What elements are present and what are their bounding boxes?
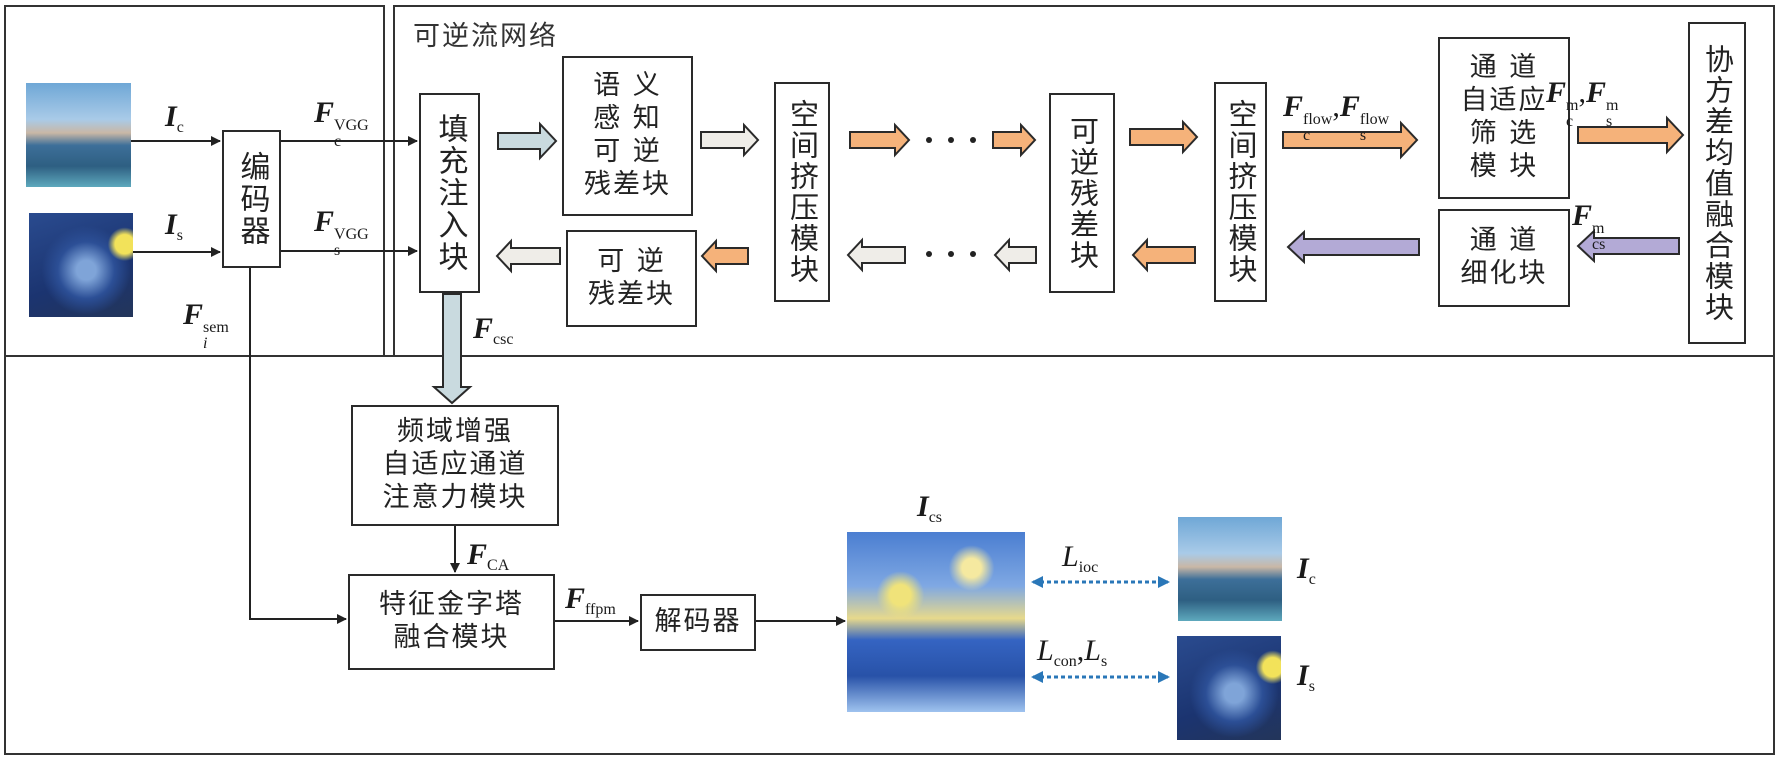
block-arrow-flow-to-filter: [1282, 120, 1419, 160]
spatial-squeeze-module-right: 空间挤压模块: [1214, 82, 1267, 302]
semantic-aware-invertible-residual-block: 语 义 感 知 可 逆 残差块: [562, 56, 693, 216]
label-f-ca: FCA: [467, 538, 510, 574]
invertible-residual-block-bottom: 可 逆 残差块: [566, 230, 697, 327]
channel-adaptive-filter-module: 通 道 自适应 筛 选 模 块: [1438, 37, 1570, 199]
arrow-fi-sem: [249, 268, 347, 624]
block-arrow-to-semantic: [497, 121, 558, 161]
decoder-frame: [4, 355, 1775, 755]
label-ic-output: Ic: [1297, 552, 1316, 588]
covariance-mean-fusion-module: 协方差均值融合模块: [1688, 22, 1746, 344]
network-title: 可逆流网络: [413, 21, 558, 52]
invertible-residual-block-mid: 可逆残差块: [1049, 93, 1115, 293]
block-arrow-squeeze-to-mid: [1131, 237, 1196, 273]
ellipsis-bottom: [926, 251, 976, 257]
padding-injection-block: 填充注入块: [419, 93, 480, 293]
content-image-venice: [26, 83, 131, 187]
block-arrow-dots-to-squeeze: [846, 237, 906, 273]
label-ic: Ic: [165, 100, 184, 136]
block-arrow-semantic-to-squeeze: [700, 122, 760, 158]
spatial-squeeze-module-left: 空间挤压模块: [774, 82, 830, 302]
feature-pyramid-fusion-module: 特征金字塔 融合模块: [348, 574, 555, 670]
block-arrow-f-csc-down: [431, 293, 473, 405]
channel-refinement-block: 通 道 细化块: [1438, 209, 1570, 307]
decoder-block: 解码器: [640, 594, 756, 651]
block-arrow-squeeze-out-2: [992, 122, 1037, 158]
ellipsis-top: [926, 137, 976, 143]
stylized-output-image: [847, 532, 1025, 712]
block-arrow-refine-to-squeeze: [1286, 229, 1420, 265]
block-arrow-squeeze-out-1: [849, 122, 911, 158]
block-arrow-mid-to-dots: [993, 237, 1037, 273]
content-image-venice-output: [1178, 517, 1282, 621]
label-l-con-s: Lcon,Ls: [1037, 634, 1108, 670]
label-i-cs: Ics: [917, 490, 943, 526]
label-is-output: Is: [1297, 659, 1315, 695]
style-image-starry-night-output: [1177, 636, 1281, 740]
encoder-block: 编码器: [222, 130, 281, 268]
label-l-ioc: Lioc: [1062, 540, 1099, 576]
block-arrow-squeeze-to-residual: [700, 238, 749, 274]
style-image-starry-night: [29, 213, 133, 317]
label-f-csc: Fcsc: [473, 312, 514, 348]
block-arrow-fusion-to-refine: [1576, 228, 1680, 264]
label-f-ffpm: Fffpm: [565, 582, 616, 618]
block-arrow-filter-to-fusion: [1577, 115, 1685, 155]
frequency-enhanced-channel-attention-module: 频域增强 自适应通道 注意力模块: [351, 405, 559, 526]
block-arrow-residual-to-padding: [495, 238, 561, 274]
block-arrow-mid-to-squeeze: [1129, 119, 1199, 155]
label-is: Is: [165, 208, 183, 244]
